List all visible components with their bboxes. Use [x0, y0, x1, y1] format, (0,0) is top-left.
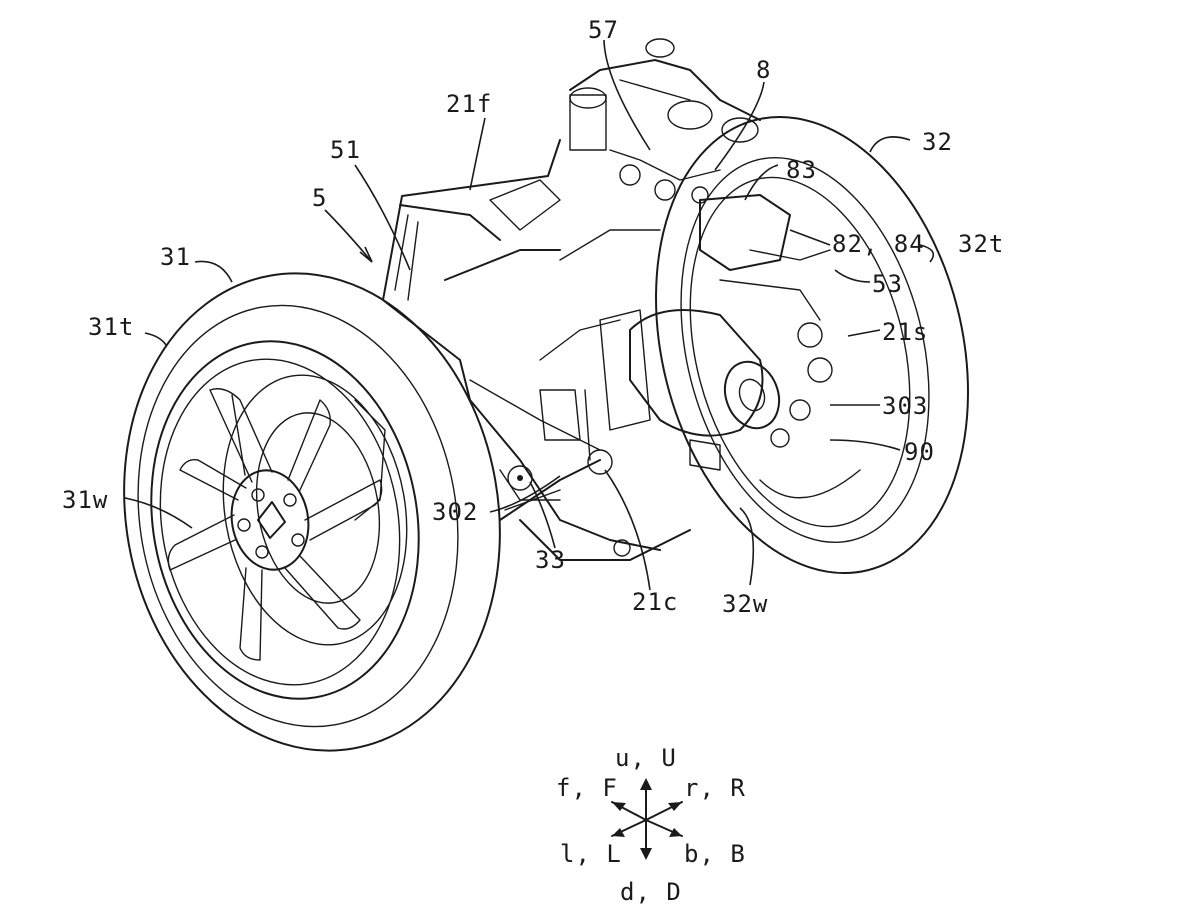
label-303: 303 — [882, 392, 928, 420]
label-31w: 31w — [62, 486, 108, 514]
wheel-32 — [655, 115, 969, 575]
label-51: 51 — [330, 136, 361, 164]
axis-up-label: u, U — [615, 744, 677, 772]
axis-back-label: b, B — [684, 840, 746, 868]
reference-labels: 57 8 21f 51 5 32 83 31 82, 84 32t 53 31t… — [62, 16, 1004, 618]
leader-lines — [124, 39, 935, 591]
label-90: 90 — [904, 438, 935, 466]
label-32t: 32t — [958, 230, 1004, 258]
label-21f: 21f — [446, 90, 492, 118]
label-83: 83 — [786, 156, 817, 184]
axis-left-label: l, L — [560, 840, 622, 868]
wheel-31 — [123, 272, 501, 752]
direction-indicator: u, U f, F r, R l, L b, B d, D — [556, 744, 746, 906]
axis-rear-label: r, R — [684, 774, 746, 802]
axis-down-label: d, D — [620, 878, 682, 906]
linkage-upper — [569, 38, 761, 204]
label-5: 5 — [312, 184, 327, 212]
label-31t: 31t — [88, 313, 134, 341]
label-21c: 21c — [632, 588, 678, 616]
label-33: 33 — [535, 546, 566, 574]
lower-arm — [499, 389, 613, 521]
actuator-assembly — [599, 194, 833, 471]
label-8: 8 — [756, 56, 771, 84]
axis-front-label: f, F — [556, 774, 618, 802]
label-82-84: 82, 84 — [832, 230, 925, 258]
label-32: 32 — [922, 128, 953, 156]
label-57: 57 — [588, 16, 619, 44]
label-21s: 21s — [882, 318, 928, 346]
label-32w: 32w — [722, 590, 768, 618]
label-53: 53 — [872, 270, 903, 298]
label-302: 302 — [432, 498, 478, 526]
label-31: 31 — [160, 243, 191, 271]
